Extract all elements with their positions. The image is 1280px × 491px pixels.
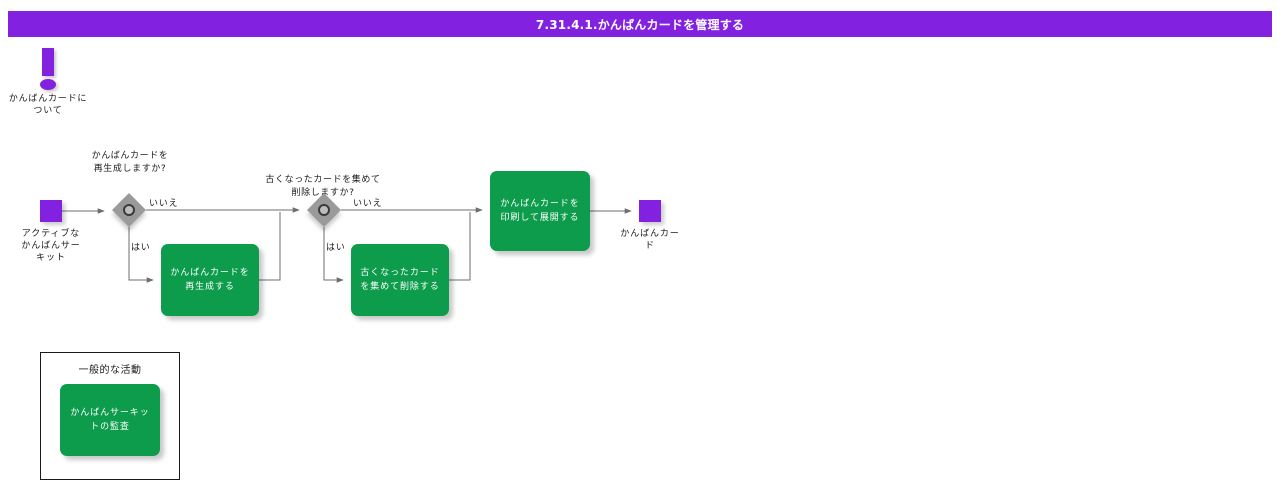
- decision-2-no-label: いいえ: [353, 199, 383, 209]
- decision-1-no-label: いいえ: [149, 199, 179, 209]
- decision-ring-icon: [123, 204, 135, 216]
- note-annotation: かんばんカードについて: [8, 48, 88, 117]
- decision-1-yes-label: はい: [131, 243, 151, 253]
- decision-2-yes-label: はい: [326, 243, 346, 253]
- start-node[interactable]: アクティブなかんばんサーキット: [21, 200, 80, 263]
- purple-square-icon: [639, 200, 661, 222]
- note-label: かんばんカードについて: [8, 94, 88, 116]
- exclamation-dot: [40, 79, 56, 90]
- start-node-label: アクティブなかんばんサーキット: [21, 229, 81, 263]
- purple-square-icon: [40, 200, 62, 222]
- task-print-deploy-cards[interactable]: かんばんカードを印刷して展開する: [490, 171, 590, 251]
- exclamation-bar: [42, 48, 54, 76]
- task-label: かんばんカードを再生成する: [170, 268, 250, 292]
- decision-node-2[interactable]: [307, 193, 341, 227]
- task-label: かんばんサーキットの監査: [70, 408, 150, 432]
- decision-ring-icon: [318, 204, 330, 216]
- exclamation-icon: [8, 48, 88, 90]
- task-audit-kanban-circuit[interactable]: かんばんサーキットの監査: [60, 384, 160, 456]
- page-title-bar: 7.31.4.1.かんばんカードを管理する: [8, 11, 1272, 37]
- decision-1-question: かんばんカードを再生成しますか?: [91, 151, 169, 174]
- generic-activities-title: 一般的な活動: [78, 365, 142, 376]
- page-title: 7.31.4.1.かんばんカードを管理する: [535, 17, 745, 32]
- task-label: かんばんカードを印刷して展開する: [500, 199, 580, 223]
- decision-node-1[interactable]: [112, 193, 146, 227]
- task-collect-delete-old-cards[interactable]: 古くなったカードを集めて削除する: [351, 244, 449, 316]
- task-label: 古くなったカードを集めて削除する: [360, 268, 440, 292]
- task-regenerate-cards[interactable]: かんばんカードを再生成する: [161, 244, 259, 316]
- decision-2-question: 古くなったカードを集めて削除しますか?: [265, 175, 381, 198]
- end-node-label: かんばんカード: [620, 229, 680, 251]
- end-node[interactable]: かんばんカード: [620, 200, 679, 251]
